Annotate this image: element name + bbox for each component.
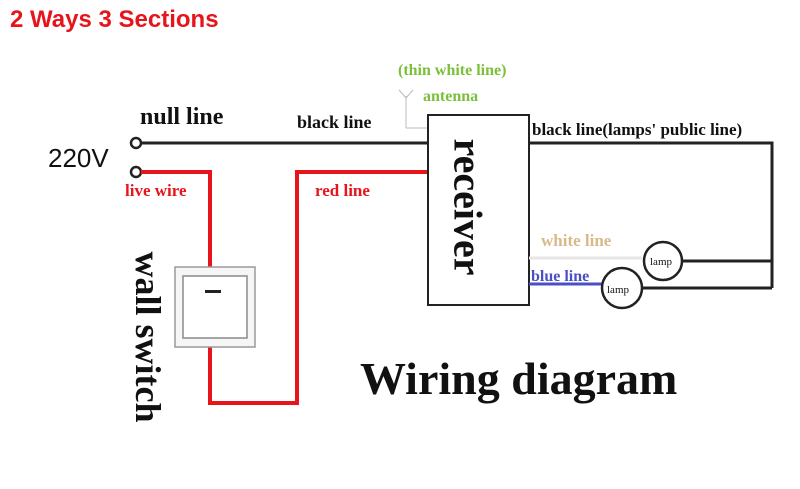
live-wire-label: live wire xyxy=(125,181,187,200)
page-title: 2 Ways 3 Sections xyxy=(10,6,219,33)
white-line-label: white line xyxy=(541,231,612,250)
null-line-label: null line xyxy=(140,104,224,130)
antenna-label: antenna xyxy=(423,88,479,105)
null-terminal xyxy=(129,136,143,150)
public-line-label: black line(lamps' public line) xyxy=(532,120,743,139)
lamp-1-label: lamp xyxy=(650,256,672,268)
voltage-label: 220V xyxy=(48,143,109,173)
receiver-label: receiver xyxy=(445,138,491,276)
diagram-title: Wiring diagram xyxy=(360,353,678,404)
lamp-2-label: lamp xyxy=(607,284,629,296)
wall-switch-indicator xyxy=(205,290,221,293)
thin-white-line-label: (thin white line) xyxy=(398,62,507,79)
live-red-wire xyxy=(141,170,428,405)
wall-switch-rocker xyxy=(182,275,248,339)
red-line-label: red line xyxy=(315,181,370,200)
antenna-icon xyxy=(398,89,414,99)
black-line-label: black line xyxy=(297,112,372,132)
blue-line-label: blue line xyxy=(531,268,590,285)
wall-switch-label: wall switch xyxy=(128,251,168,423)
live-terminal xyxy=(129,165,143,179)
receiver-box xyxy=(427,114,530,306)
public-black-wire xyxy=(529,141,774,288)
